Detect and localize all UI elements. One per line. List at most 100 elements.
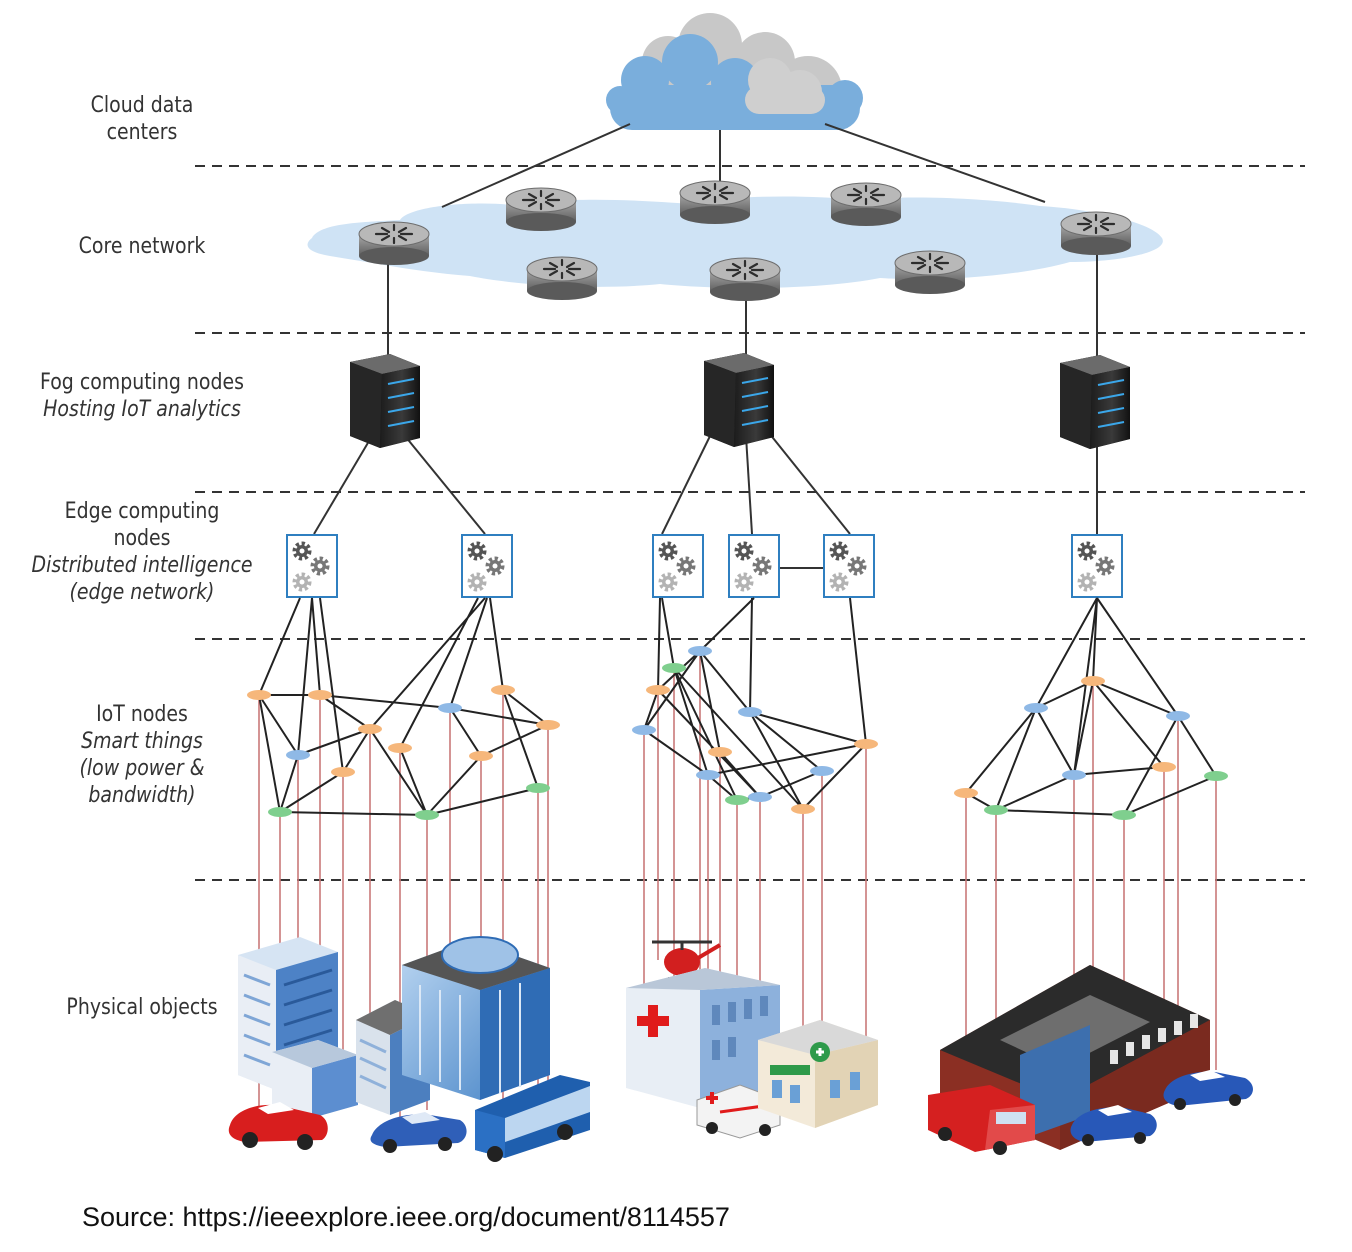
tier-label-line: Edge computing	[64, 499, 220, 524]
iot-node-icon	[708, 747, 732, 757]
car-icon	[370, 1112, 467, 1153]
iot-node-icon	[632, 725, 656, 735]
router-icon	[357, 220, 431, 267]
office-building-icon	[402, 936, 550, 1100]
iot-node-icon	[791, 804, 815, 814]
tier-label-line: Physical objects	[66, 995, 218, 1020]
router-icon	[1059, 210, 1133, 257]
tier-label-line: IoT nodes	[96, 702, 188, 727]
tier-label-italic-line: Smart things	[81, 729, 203, 754]
hospital-icon	[626, 968, 780, 1108]
link	[404, 435, 486, 535]
iot-node-icon	[331, 767, 355, 777]
iot-node-icon	[688, 646, 712, 656]
iot-node-icon	[358, 724, 382, 734]
iot-node-icon	[725, 795, 749, 805]
tier-label-edge: Edge computing nodes Distributed intelli…	[30, 498, 254, 606]
city-objects	[228, 936, 590, 1162]
iot-node-icon	[1204, 771, 1228, 781]
cloud-icon	[606, 13, 863, 130]
iot-nodes	[247, 646, 1228, 820]
iot-node-icon	[526, 783, 550, 793]
tier-label-line: Core network	[78, 234, 206, 259]
tier-label-italic-line: (low power &	[79, 756, 205, 781]
helicopter-icon	[652, 940, 722, 979]
police-objects	[928, 965, 1253, 1155]
iot-node-icon	[491, 685, 515, 695]
office-building-icon	[272, 1040, 358, 1118]
server-icon	[1059, 354, 1131, 450]
tier-label-line: Fog computing nodes	[40, 370, 244, 395]
iot-node-icon	[984, 805, 1008, 815]
tier-label-italic-line: Distributed intelligence	[31, 553, 253, 578]
iot-node-icon	[954, 788, 978, 798]
iot-node-icon	[854, 739, 878, 749]
iot-node-icon	[415, 810, 439, 820]
tier-label-line: Cloud data	[90, 93, 194, 118]
iot-mesh-links	[258, 597, 1217, 816]
fog-servers	[349, 352, 1131, 450]
iot-node-icon	[388, 743, 412, 753]
edge-nodes	[287, 535, 1122, 597]
link	[824, 123, 1046, 203]
tier-separators	[195, 165, 1305, 881]
router-icon	[829, 181, 903, 228]
iot-node-icon	[738, 707, 762, 717]
iot-node-icon	[662, 663, 686, 673]
iot-node-icon	[1112, 810, 1136, 820]
fog-edge-links	[313, 427, 1098, 569]
router-icon	[893, 249, 967, 296]
iot-node-icon	[536, 720, 560, 730]
gears-icon	[462, 535, 512, 597]
tier-label-italic-line: (edge network)	[69, 580, 215, 605]
tier-label-italic-line: bandwidth)	[88, 783, 196, 808]
router-icon	[678, 179, 752, 226]
server-icon	[703, 352, 775, 448]
iot-node-icon	[438, 703, 462, 713]
iot-node-icon	[1024, 703, 1048, 713]
tier-label-fog: Fog computing nodes Hosting IoT analytic…	[30, 369, 254, 423]
tier-label-core: Core network	[30, 233, 254, 260]
server-icon	[349, 353, 421, 449]
iot-node-icon	[1062, 770, 1086, 780]
iot-node-icon	[247, 690, 271, 700]
iot-node-icon	[646, 685, 670, 695]
core-fog-links	[387, 252, 1098, 360]
router-icon	[525, 255, 599, 302]
link	[313, 435, 373, 535]
bus-icon	[475, 1075, 590, 1162]
iot-node-icon	[1081, 676, 1105, 686]
link	[441, 123, 631, 208]
tier-label-iot: IoT nodes Smart things (low power & band…	[30, 701, 254, 809]
gears-icon	[653, 535, 703, 597]
tier-label-line: nodes	[113, 526, 171, 551]
police-car-icon	[1070, 1105, 1157, 1146]
car-icon	[228, 1102, 328, 1150]
iot-node-icon	[268, 807, 292, 817]
tier-label-line: centers	[106, 120, 178, 145]
iot-node-icon	[308, 690, 332, 700]
iot-node-icon	[696, 770, 720, 780]
police-car-icon	[1163, 1070, 1253, 1110]
gears-icon	[729, 535, 779, 597]
iot-node-icon	[748, 792, 772, 802]
iot-node-icon	[810, 766, 834, 776]
iot-node-icon	[286, 750, 310, 760]
link	[745, 435, 753, 535]
pharmacy-icon	[758, 1020, 878, 1128]
iot-node-icon	[1166, 711, 1190, 721]
hospital-objects	[626, 940, 878, 1139]
fire-truck-icon	[928, 1085, 1035, 1155]
link	[661, 431, 713, 535]
router-icon	[708, 256, 782, 303]
gears-icon	[1072, 535, 1122, 597]
tier-label-cloud: Cloud data centers	[30, 92, 254, 146]
tier-label-italic-line: Hosting IoT analytics	[43, 397, 241, 422]
link	[764, 427, 851, 535]
router-icon	[504, 186, 578, 233]
iot-node-icon	[1152, 762, 1176, 772]
gears-icon	[287, 535, 337, 597]
source-caption: Source: https://ieeexplore.ieee.org/docu…	[82, 1202, 730, 1232]
tier-label-physical: Physical objects	[30, 994, 254, 1021]
